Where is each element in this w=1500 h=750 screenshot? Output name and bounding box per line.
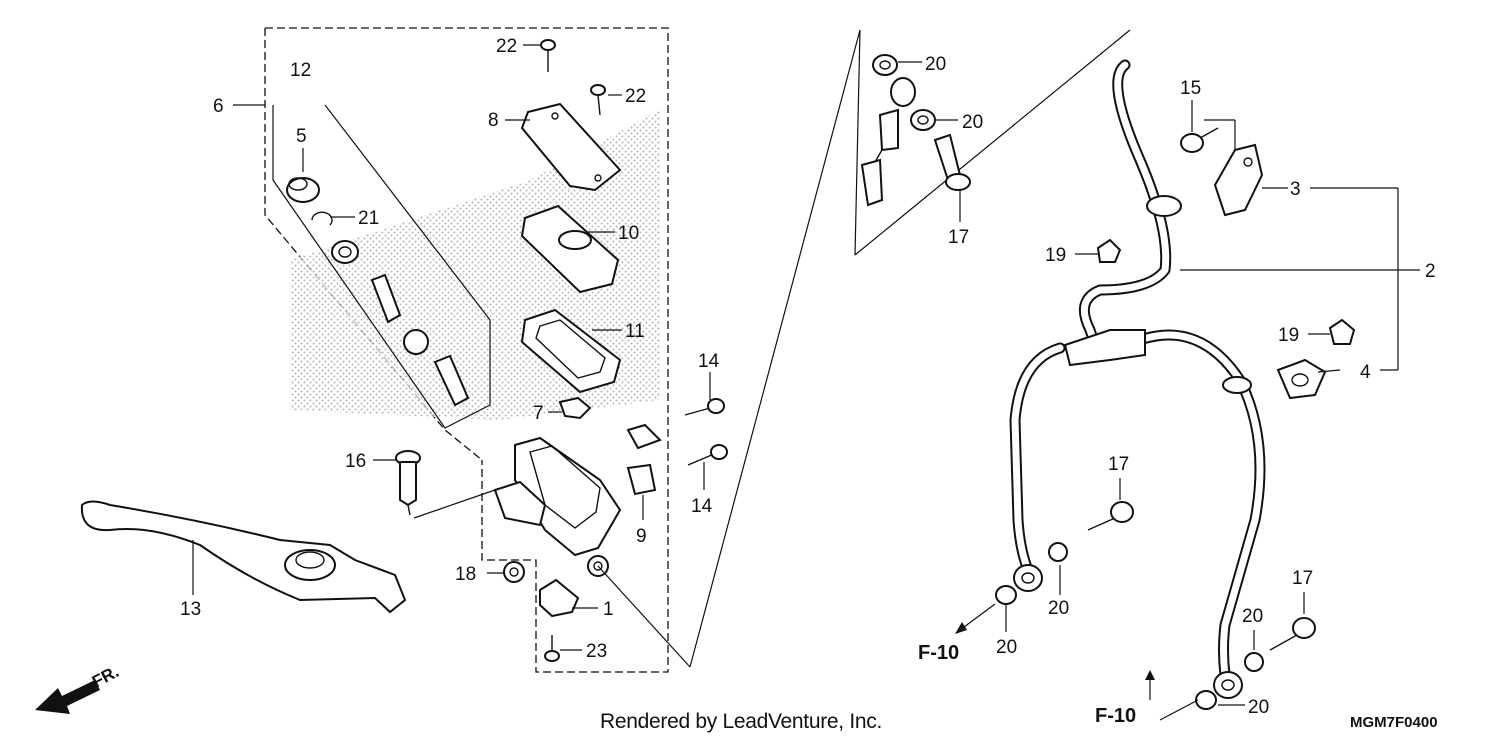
part-13-brake-lever <box>80 500 407 614</box>
part-16-pivot-bolt <box>395 450 421 516</box>
callout-20d: 20 <box>996 637 1017 658</box>
part-7-clip <box>558 396 592 420</box>
callout-20e: 20 <box>1242 606 1263 627</box>
callout-3: 3 <box>1290 179 1301 200</box>
part-1-switch <box>539 578 580 618</box>
part-9-clamp <box>626 423 662 496</box>
callout-9: 9 <box>636 526 647 547</box>
f10-arrow-left <box>955 603 996 634</box>
callout-17b: 17 <box>1108 454 1129 475</box>
part-11-diaphragm <box>520 308 622 394</box>
part-5-boot <box>286 177 320 203</box>
piston-kit-bracket <box>272 104 491 429</box>
part-8-reservoir-cap <box>520 102 622 192</box>
callout-2: 2 <box>1425 261 1436 282</box>
callout-20c: 20 <box>1048 598 1069 619</box>
master-cylinder-body <box>493 436 622 577</box>
callout-1: 1 <box>603 599 614 620</box>
part-18-bushing <box>503 561 525 583</box>
callouts: 22 22 8 10 11 7 9 12 6 5 21 16 13 14 14 … <box>89 36 1436 727</box>
diagram-code: MGM7F0400 <box>1350 714 1438 731</box>
reference-f10-right: F-10 <box>1095 705 1136 727</box>
callout-22b: 22 <box>625 86 646 107</box>
part-17-bolts <box>1087 501 1316 651</box>
callout-4: 4 <box>1360 362 1371 383</box>
credit-text: Rendered by LeadVenture, Inc. <box>600 710 883 733</box>
brake-hoses <box>1009 59 1266 681</box>
part-21-circlip <box>311 211 333 226</box>
callout-10: 10 <box>618 223 639 244</box>
part-15-bolt <box>1180 127 1219 153</box>
f10-arrow-right <box>1145 670 1199 721</box>
callout-20f: 20 <box>1248 697 1269 718</box>
part-19-grommet-a <box>1096 238 1122 263</box>
callout-15: 15 <box>1180 78 1201 99</box>
callout-18: 18 <box>455 564 476 585</box>
callout-5: 5 <box>296 126 307 147</box>
hose-junction <box>1063 195 1252 394</box>
callout-21: 21 <box>358 208 379 229</box>
callout-22a: 22 <box>496 36 517 57</box>
callout-14b: 14 <box>691 496 713 517</box>
part-14-bolt-a <box>684 398 725 416</box>
part-14-bolt-b <box>687 444 728 466</box>
callout-17a: 17 <box>948 227 969 248</box>
part-3-bracket <box>1213 143 1264 217</box>
callout-19b: 19 <box>1278 325 1299 346</box>
callout-20a: 20 <box>925 54 946 75</box>
callout-13: 13 <box>180 599 201 620</box>
part-19-grommet-b <box>1328 318 1356 345</box>
connection-lines <box>689 29 1131 668</box>
reference-f10-left: F-10 <box>918 642 959 664</box>
callout-20b: 20 <box>962 112 983 133</box>
callout-11: 11 <box>625 321 645 342</box>
callout-17c: 17 <box>1292 568 1313 589</box>
upper-banjo-parts <box>860 54 971 207</box>
lower-banjo-right <box>1195 652 1264 710</box>
lower-banjo-left <box>995 542 1068 605</box>
part-22-screw-a <box>540 39 556 72</box>
part-23-screw <box>544 635 560 662</box>
piston-kit-parts <box>331 240 470 407</box>
callout-12: 12 <box>290 60 311 81</box>
part-22-screw-b <box>590 84 606 116</box>
callout-8: 8 <box>488 110 499 131</box>
callout-7: 7 <box>533 403 544 424</box>
callout-19a: 19 <box>1045 245 1066 266</box>
leader-lines-right <box>898 61 1420 706</box>
leader-lines-left <box>192 44 711 668</box>
callout-16: 16 <box>345 451 366 472</box>
part-10-plate <box>520 204 620 294</box>
callout-23: 23 <box>586 641 607 662</box>
front-direction-arrow <box>35 680 100 714</box>
part-4-clamp <box>1276 358 1327 400</box>
callout-6: 6 <box>213 96 224 117</box>
callout-14a: 14 <box>698 351 720 372</box>
